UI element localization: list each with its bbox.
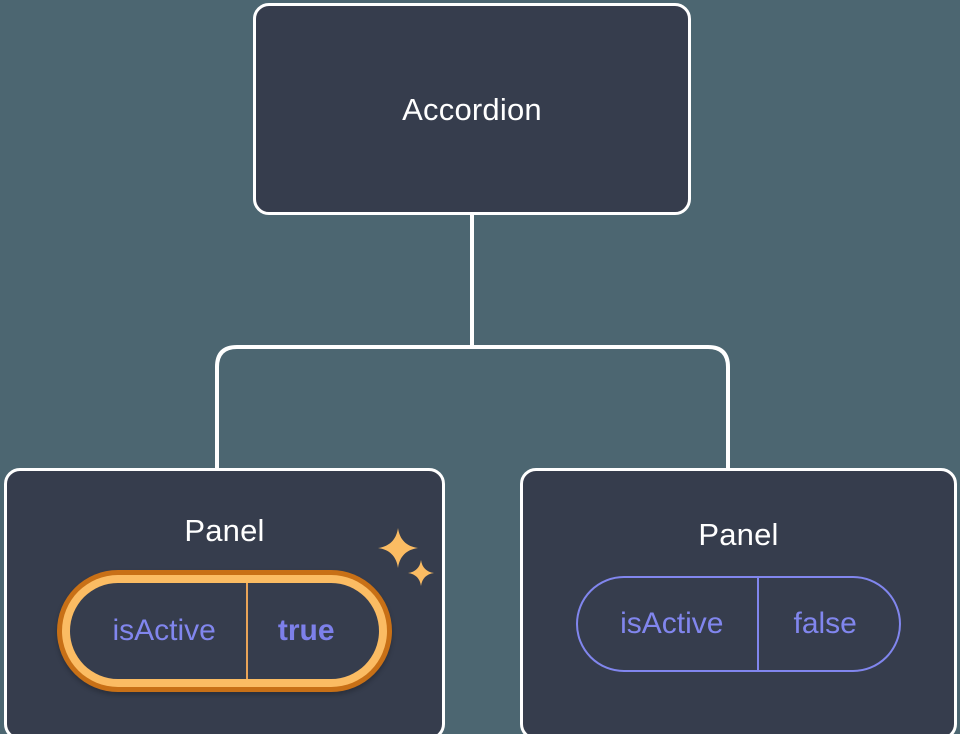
prop-key-isactive-left: isActive xyxy=(112,614,216,647)
prop-pill-right-wrapper: isActive false xyxy=(576,576,901,672)
node-accordion-title: Accordion xyxy=(402,91,542,127)
sparkle-icon-small xyxy=(407,560,434,586)
connector-branch-left xyxy=(215,345,472,470)
sparkle-icon-large xyxy=(377,528,418,568)
prop-value-isactive-right: false xyxy=(757,578,898,670)
node-panel-left[interactable]: Panel isActive true xyxy=(4,468,445,734)
prop-pill-right[interactable]: isActive false xyxy=(576,576,901,672)
prop-pill-left[interactable]: isActive true xyxy=(70,583,379,679)
prop-pill-left-highlight-ring[interactable]: isActive true xyxy=(57,570,392,692)
prop-pill-left-inner-ring: isActive true xyxy=(62,575,387,687)
prop-key-isactive-right: isActive xyxy=(620,607,724,640)
node-panel-left-title: Panel xyxy=(184,513,265,548)
connector-branch-right xyxy=(472,345,730,470)
node-accordion[interactable]: Accordion xyxy=(253,3,691,215)
node-panel-right-title: Panel xyxy=(698,517,779,552)
prop-value-isactive-left: true xyxy=(245,583,379,679)
node-panel-right[interactable]: Panel isActive false xyxy=(520,468,957,734)
prop-pill-left-wrapper: isActive true xyxy=(57,528,434,692)
